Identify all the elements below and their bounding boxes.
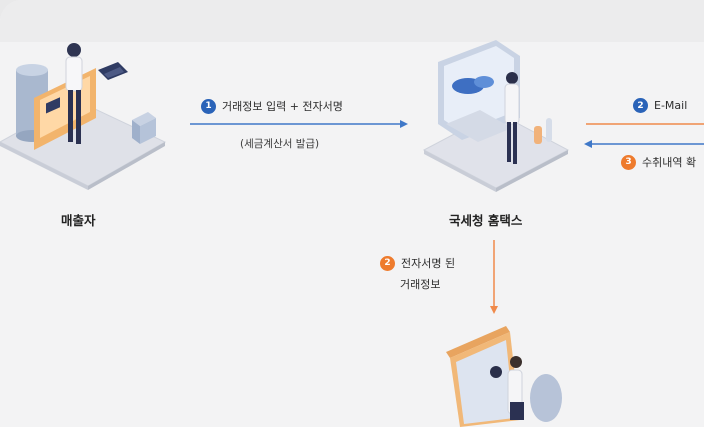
seller-label: 매출자 [61,210,96,229]
buyer-illustration [446,326,562,427]
step-1-subtext: (세금계산서 발급) [240,136,319,151]
step-signed-text: 전자서명 된 [401,255,455,271]
step-3-label: 3 수취내역 확 [621,154,696,170]
step-1-badge: 1 [201,99,216,114]
step-2-text: E-Mail [654,99,687,112]
step-signed-label: 2 전자서명 된 [380,255,455,271]
step-signed-badge: 2 [380,256,395,271]
step-3-badge: 3 [621,155,636,170]
step-1-text: 거래정보 입력 + 전자서명 [222,98,343,114]
step-2-email-label: 2 E-Mail [633,98,687,113]
step-signed-subtext: 거래정보 [400,276,440,292]
hometax-label: 국세청 홈택스 [449,210,522,229]
step-2-badge: 2 [633,98,648,113]
step-3-text: 수취내역 확 [642,154,696,170]
step-1-label: 1 거래정보 입력 + 전자서명 [201,98,343,114]
seller-illustration [0,43,165,190]
hometax-illustration [424,40,568,192]
